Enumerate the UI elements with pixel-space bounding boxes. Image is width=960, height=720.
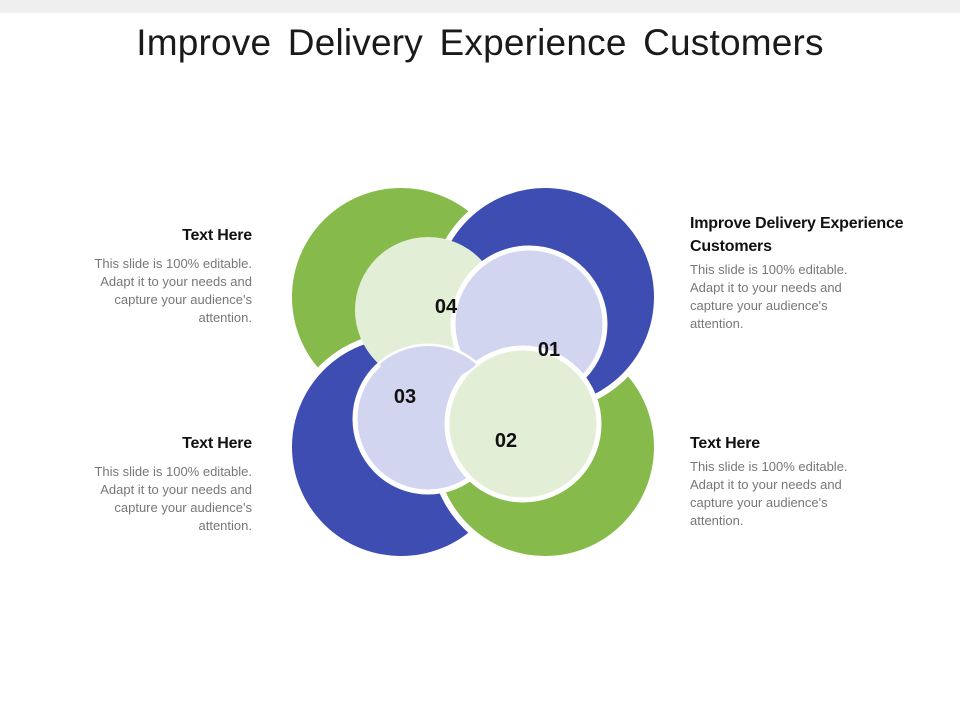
block-body: This slide is 100% editable. Adapt it to… — [94, 256, 252, 325]
segment-label-03: 03 — [394, 386, 416, 408]
text-block-top-right: Improve Delivery Experience Customers Th… — [690, 212, 910, 333]
slide-title: Improve Delivery Experience Customers — [136, 22, 824, 63]
block-body: This slide is 100% editable. Adapt it to… — [690, 459, 848, 528]
block-body: This slide is 100% editable. Adapt it to… — [94, 464, 252, 533]
block-body: This slide is 100% editable. Adapt it to… — [690, 262, 848, 331]
block-heading: Text Here — [182, 227, 252, 244]
block-heading: Improve Delivery Experience Customers — [690, 215, 904, 255]
text-block-bottom-left: Text Here This slide is 100% editable. A… — [92, 432, 252, 535]
segment-label-02: 02 — [495, 430, 517, 452]
segment-label-04: 04 — [435, 296, 458, 318]
block-heading: Text Here — [690, 435, 760, 452]
segment-label-01: 01 — [538, 339, 560, 361]
top-strip — [0, 0, 960, 13]
block-heading: Text Here — [182, 435, 252, 452]
text-block-top-left: Text Here This slide is 100% editable. A… — [92, 224, 252, 327]
segment-02-fill — [444, 345, 602, 503]
text-block-bottom-right: Text Here This slide is 100% editable. A… — [690, 432, 850, 530]
